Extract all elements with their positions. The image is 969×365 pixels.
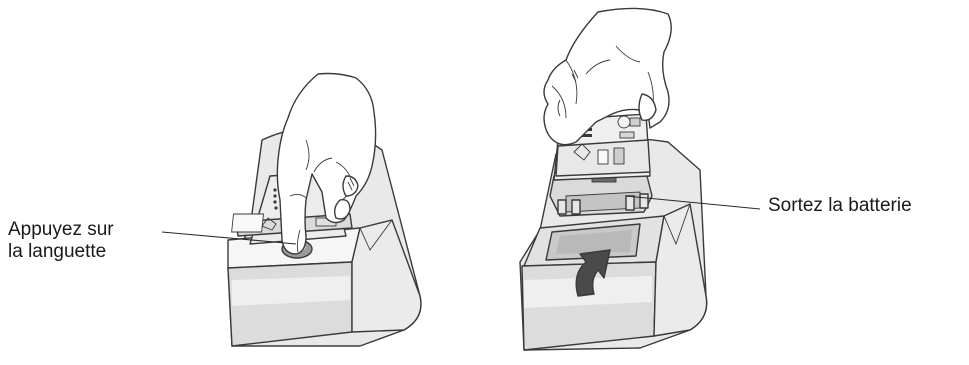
callout-remove-battery-line1: Sortez la batterie bbox=[768, 195, 912, 217]
remove-battery-step bbox=[520, 8, 760, 350]
callout-press-tab-line2: la languette bbox=[8, 241, 114, 263]
callout-remove-battery: Sortez la batterie bbox=[768, 195, 912, 217]
callout-press-tab: Appuyez sur la languette bbox=[8, 219, 114, 263]
callout-press-tab-line1: Appuyez sur bbox=[8, 219, 114, 241]
press-tab-step bbox=[162, 74, 421, 347]
